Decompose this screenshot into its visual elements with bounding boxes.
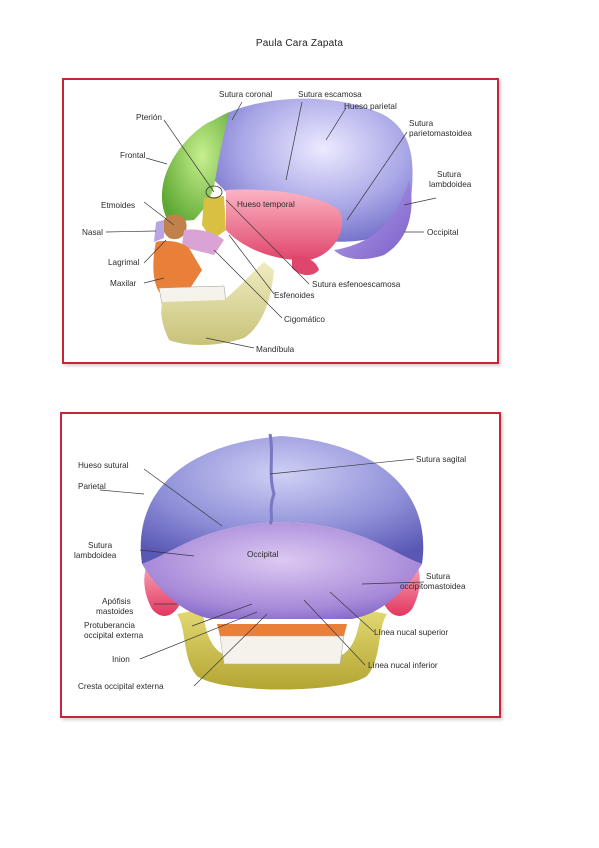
label-apofisis-mastoides-2: mastoides <box>96 607 133 616</box>
page-header-author: Paula Cara Zapata <box>255 38 344 49</box>
label-mandibula: Mandíbula <box>256 345 295 354</box>
label-sutura-occipitomastoidea-2: occipitomastoidea <box>400 582 466 591</box>
label-etmoides: Etmoides <box>101 201 135 210</box>
skull-posterior-figure: Hueso sutural Sutura sagital Parietal Su… <box>60 412 501 718</box>
label-pterion: Pterión <box>136 113 162 122</box>
label-sutura-sagital: Sutura sagital <box>416 455 466 464</box>
label-sutura-parietomastoidea-1: Sutura <box>409 119 434 128</box>
label-sutura-esfenoescamosa: Sutura esfenoescamosa <box>312 280 401 289</box>
label-cigomatico: Cigomático <box>284 315 325 324</box>
label-sutura-lambdoidea-2: lambdoidea <box>429 180 472 189</box>
label-hueso-sutural: Hueso sutural <box>78 461 129 470</box>
label-sutura-escamosa: Sutura escamosa <box>298 90 362 99</box>
label-hueso-parietal: Hueso parietal <box>344 102 397 111</box>
skull-posterior-illustration: Hueso sutural Sutura sagital Parietal Su… <box>74 433 466 691</box>
label-parietal: Parietal <box>78 482 106 491</box>
skull-lateral-illustration: Sutura coronal Sutura escamosa Hueso par… <box>82 90 472 354</box>
label-linea-nucal-superior: Línea nucal superior <box>374 628 448 637</box>
label-frontal: Frontal <box>120 151 146 160</box>
label-inion: Inion <box>112 655 130 664</box>
label-esfenoides: Esfenoides <box>274 291 315 300</box>
label-nasal: Nasal <box>82 228 103 237</box>
label-sutura-coronal: Sutura coronal <box>219 90 272 99</box>
label-sutura-lambdoidea-1: Sutura <box>88 541 113 550</box>
label-cresta-occipital-externa: Cresta occipital externa <box>78 682 164 691</box>
label-apofisis-mastoides-1: Apófisis <box>102 597 131 606</box>
label-sutura-occipitomastoidea-1: Sutura <box>426 572 451 581</box>
label-sutura-parietomastoidea-2: parietomastoidea <box>409 129 472 138</box>
label-sutura-lambdoidea-1: Sutura <box>437 170 462 179</box>
skull-lateral-figure: Sutura coronal Sutura escamosa Hueso par… <box>62 78 499 364</box>
label-lagrimal: Lagrimal <box>108 258 140 267</box>
label-occipital: Occipital <box>427 228 459 237</box>
label-linea-nucal-inferior: Línea nucal inferior <box>368 661 438 670</box>
label-occipital: Occipital <box>247 550 279 559</box>
label-protuberancia-1: Protuberancia <box>84 621 135 630</box>
label-sutura-lambdoidea-2: lambdoidea <box>74 551 117 560</box>
label-maxilar: Maxilar <box>110 279 137 288</box>
label-protuberancia-2: occipital externa <box>84 631 144 640</box>
label-hueso-temporal: Hueso temporal <box>237 200 295 209</box>
